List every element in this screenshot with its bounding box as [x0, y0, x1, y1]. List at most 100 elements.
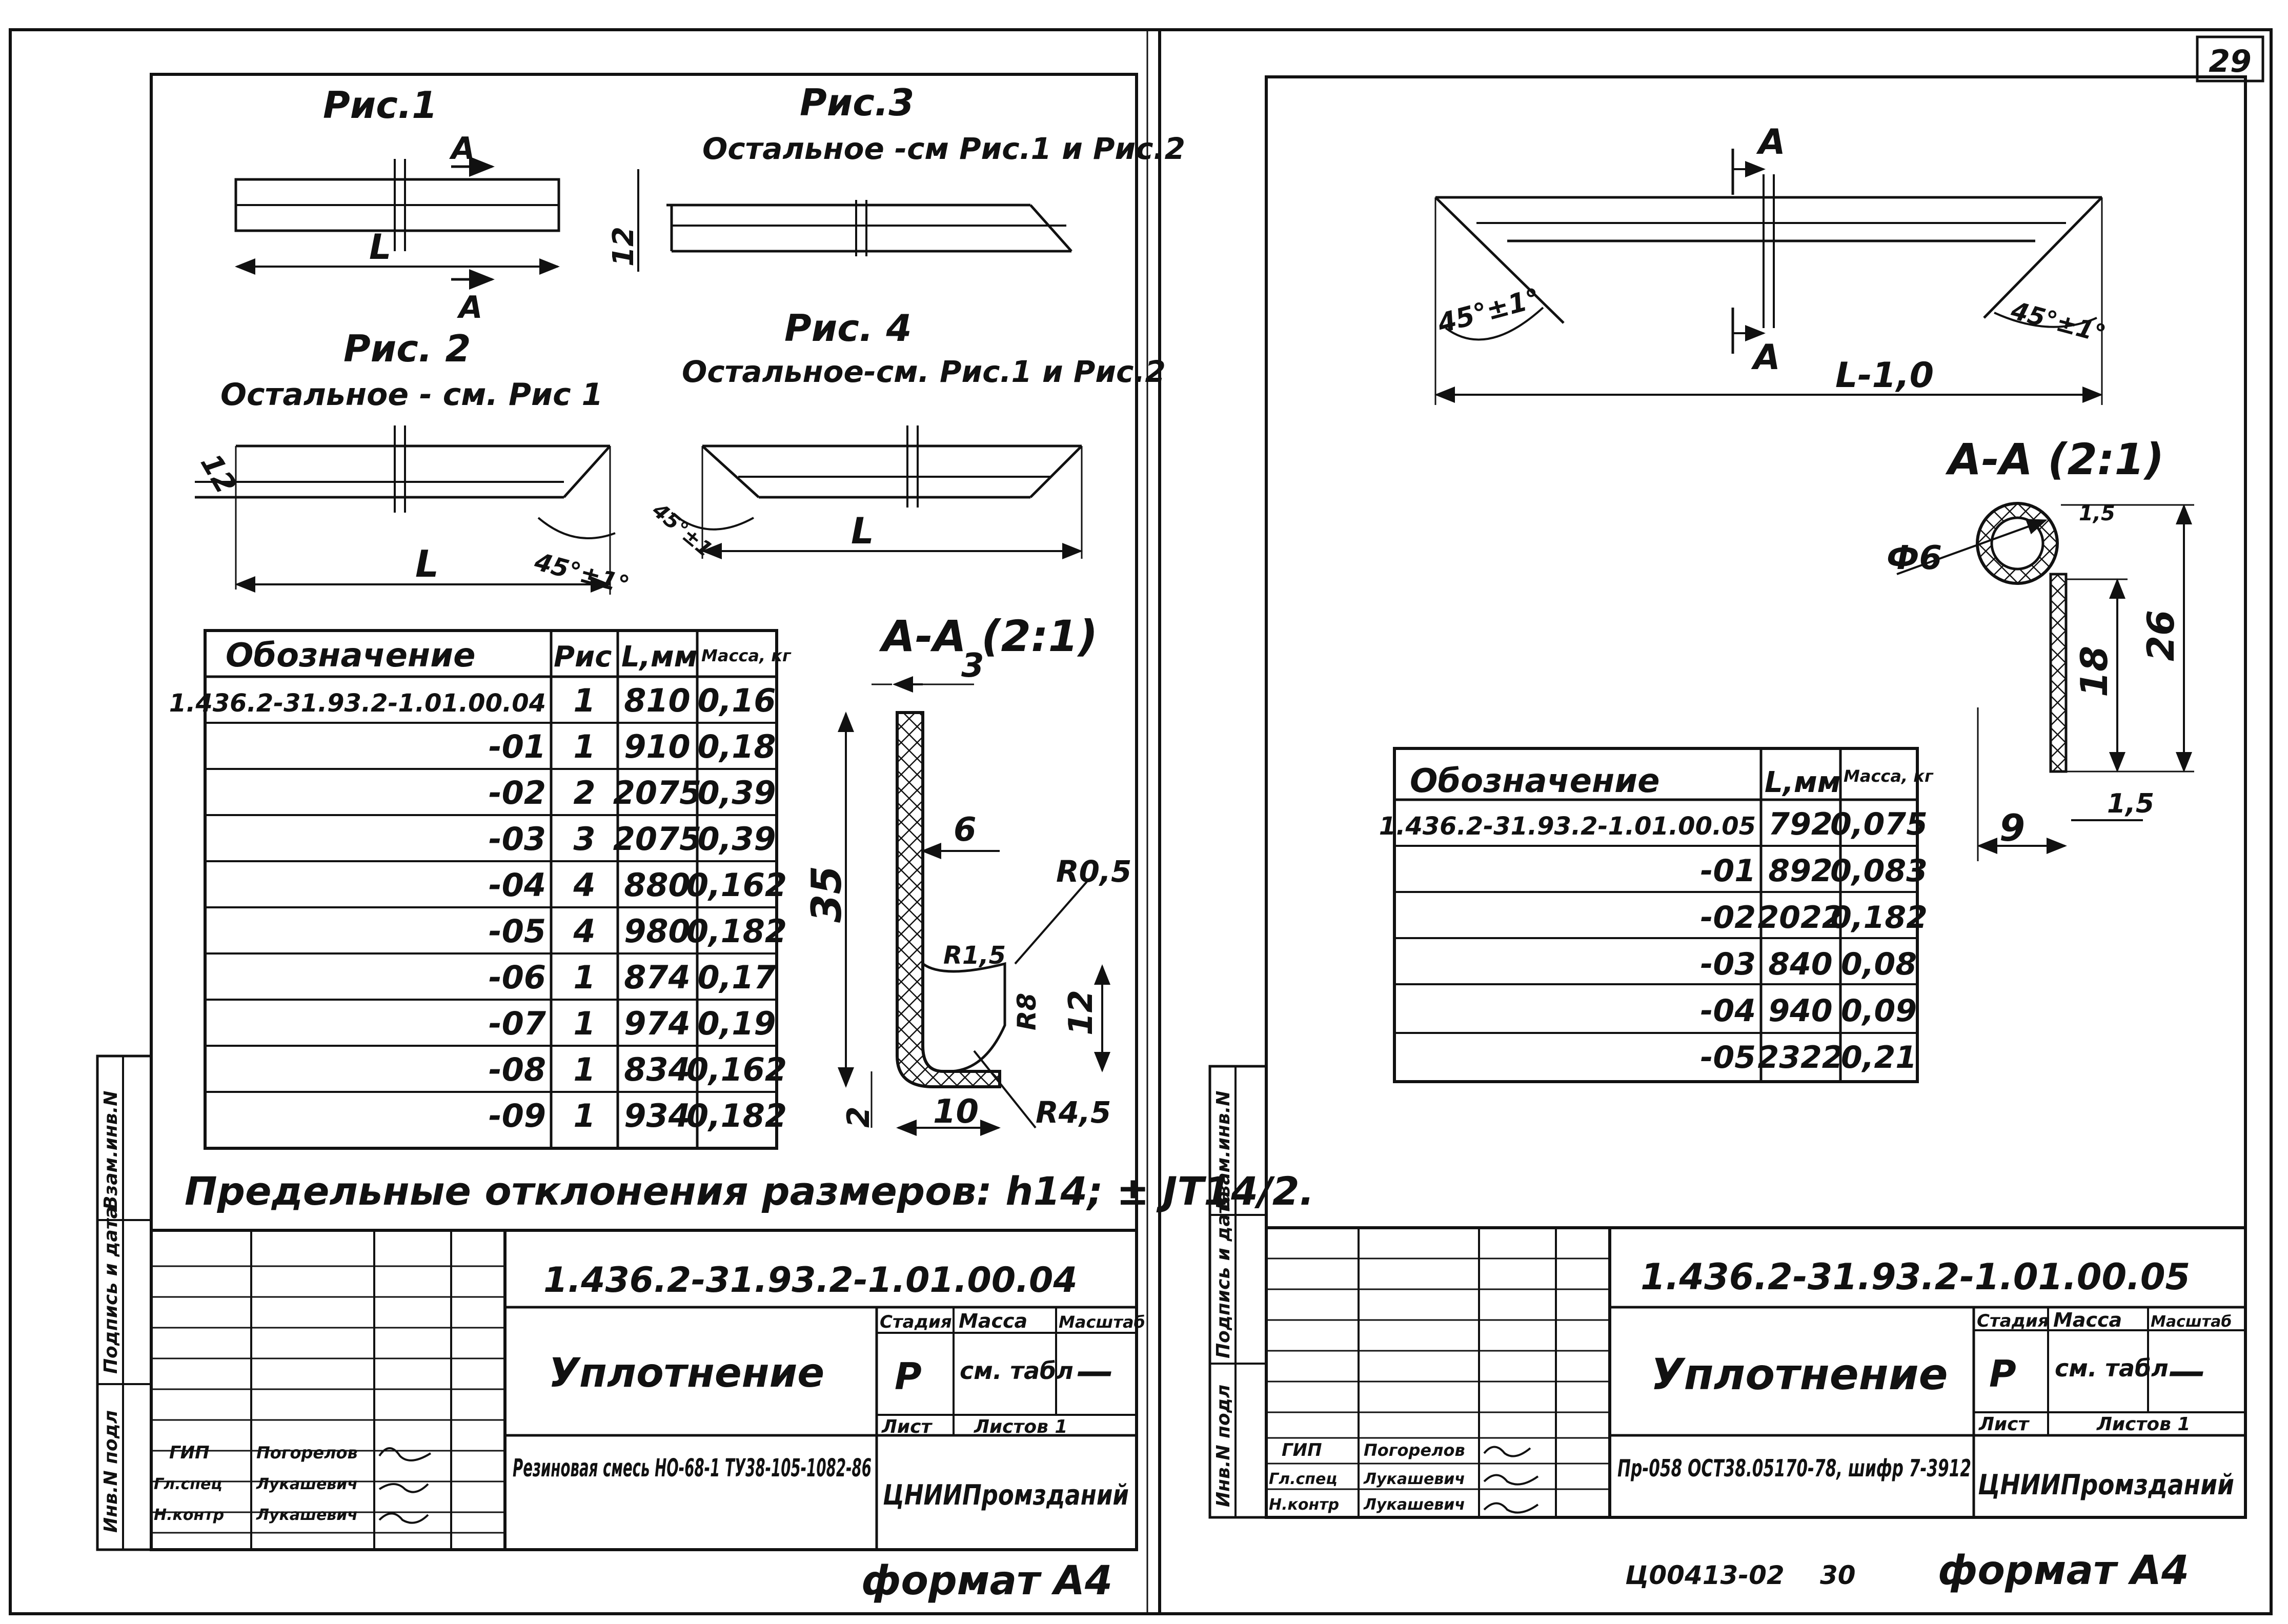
angle-label: 45°±1°: [1434, 283, 1544, 340]
table-cell: 0,17: [698, 959, 777, 996]
table-cell: 934: [624, 1097, 690, 1134]
page-number: 29: [2209, 44, 2252, 79]
table-cell: -02: [489, 774, 546, 811]
outer-frames: 29: [9, 28, 2273, 1615]
tolerance-note: Предельные отклонения размеров: h14; ± J…: [185, 1168, 1314, 1214]
table-cell: 874: [624, 959, 690, 996]
role: ГИП: [169, 1443, 210, 1463]
table-cell: 0,162: [686, 1051, 787, 1088]
role: Гл.спец: [154, 1475, 222, 1493]
table-cell: 3: [573, 820, 595, 858]
dim-6: 6: [954, 811, 977, 849]
doc-code: 1.436.2-31.93.2-1.01.00.05: [1641, 1256, 2190, 1298]
table-header: L,мм: [1765, 766, 1841, 799]
right-tb-row-lines: [1266, 1257, 1610, 1490]
dim-3: 3: [961, 647, 984, 685]
format-label: формат А4: [861, 1558, 1112, 1604]
section-mark: А: [449, 131, 475, 167]
stage-value: Р: [1989, 1352, 2016, 1395]
signature: [378, 1512, 429, 1524]
table-cell: 1: [573, 959, 595, 996]
person: Погорелов: [1364, 1440, 1465, 1460]
table-cell: -05: [489, 912, 546, 950]
table-cell: -07: [489, 1005, 546, 1042]
fig1-label: Рис.1: [323, 84, 437, 127]
dim-35: 35: [803, 866, 851, 923]
left-sheet: Инв.N подл Подпись и дата Взам.инв.N Рис…: [96, 73, 1314, 1604]
side-label-sign: Подпись и дата: [100, 1206, 122, 1374]
table-cell: -05: [1700, 1040, 1756, 1075]
person: Лукашевич: [256, 1475, 358, 1493]
side-label-replace: Взам.инв.N: [100, 1091, 122, 1210]
fig4-note: Остальное-см. Рис.1 и Рис.2: [682, 354, 1166, 389]
organization: ЦНИИПромзданий: [883, 1479, 1129, 1511]
fig3-note: Остальное -см Рис.1 и Рис.2: [702, 131, 1185, 166]
table-cell: 980: [624, 912, 690, 950]
table-cell: -03: [1700, 946, 1756, 982]
table-cell: 0,09: [1841, 993, 1917, 1029]
dim-18: 18: [2073, 646, 2116, 697]
mass-header: Масса: [2053, 1309, 2122, 1331]
table-cell: 4: [573, 866, 595, 904]
left-section-aa: А-А (2:1) 3 35 6 R0,5 R1,5 R8 12 2 10 R4…: [803, 611, 1131, 1136]
fig3-label: Рис.3: [800, 81, 914, 124]
table-header: Рис: [554, 640, 612, 674]
angle-label: 45°±1°: [647, 498, 725, 569]
table-cell: 0,18: [698, 728, 776, 765]
angle-label: 45°±1°: [2008, 296, 2109, 349]
fig2-label: Рис. 2: [343, 327, 471, 370]
dim-12: 12: [1062, 990, 1100, 1036]
scale-header: Масштаб: [1059, 1312, 1145, 1332]
doc-num-footer: 30: [1820, 1560, 1856, 1590]
figure-1: Рис.1 А А L: [234, 84, 560, 326]
mass-value: см. табл: [960, 1357, 1074, 1385]
dim-L: L: [415, 542, 439, 585]
signature: [1483, 1446, 1531, 1457]
table-cell: 1: [573, 728, 595, 765]
left-title-block: 1.436.2-31.93.2-1.01.00.04 Уплотнение Ст…: [150, 1229, 1145, 1551]
table-cell: -04: [1700, 993, 1756, 1029]
right-table-row-lines: [1394, 845, 1917, 1034]
side-label-inv: Инв.N подл: [100, 1410, 122, 1533]
table-cell: -01: [1700, 853, 1756, 889]
table-cell: 880: [624, 866, 690, 904]
section-title: А-А (2:1): [1945, 434, 2164, 484]
side-label-replace: Взам.инв.N: [1213, 1091, 1234, 1210]
right-spec-table: Обозначение L,мм Масса, кг 1.436.2-31.93…: [1379, 747, 1934, 1083]
table-cell: 0,39: [698, 774, 776, 811]
table-header: Обозначение: [1410, 762, 1659, 800]
person: Лукашевич: [1363, 1470, 1465, 1488]
table-cell: -08: [489, 1051, 546, 1088]
sheet-header: Лист: [881, 1416, 933, 1437]
signature: [378, 1447, 432, 1461]
stage-header: Стадия: [880, 1312, 952, 1332]
table-cell: 792: [1768, 806, 1832, 842]
sheets-header: Листов 1: [974, 1416, 1067, 1437]
dim-15: 1,5: [2107, 788, 2154, 819]
table-cell: 0,162: [686, 866, 787, 904]
right-title-block: 1.436.2-31.93.2-1.01.00.05 Уплотнение Ст…: [1265, 1226, 2247, 1519]
table-cell: 2075: [613, 820, 702, 858]
table-cell: 0,182: [686, 912, 787, 950]
table-header: Обозначение: [226, 637, 475, 675]
table-cell: 2: [573, 774, 595, 811]
table-cell: 2022: [1758, 900, 1844, 936]
radius-15: R1,5: [943, 941, 1006, 970]
signature: [1483, 1502, 1539, 1514]
stage-value: Р: [895, 1355, 922, 1398]
table-cell: 840: [1768, 946, 1832, 982]
dim-10: 10: [933, 1093, 979, 1131]
table-cell: 1: [573, 682, 595, 719]
table-cell: 0,16: [698, 682, 776, 719]
table-cell: 2322: [1758, 1040, 1844, 1075]
table-cell: 0,083: [1830, 853, 1928, 889]
dim-9: 9: [1999, 806, 2025, 849]
section-mark: А: [1751, 337, 1780, 378]
scale-value: —: [1077, 1350, 1113, 1393]
figure-2: Рис. 2 Остальное - см. Рис 1 L 12 45°±1°: [194, 327, 633, 600]
person: Лукашевич: [1363, 1496, 1465, 1514]
role: Гл.спец: [1269, 1470, 1338, 1488]
